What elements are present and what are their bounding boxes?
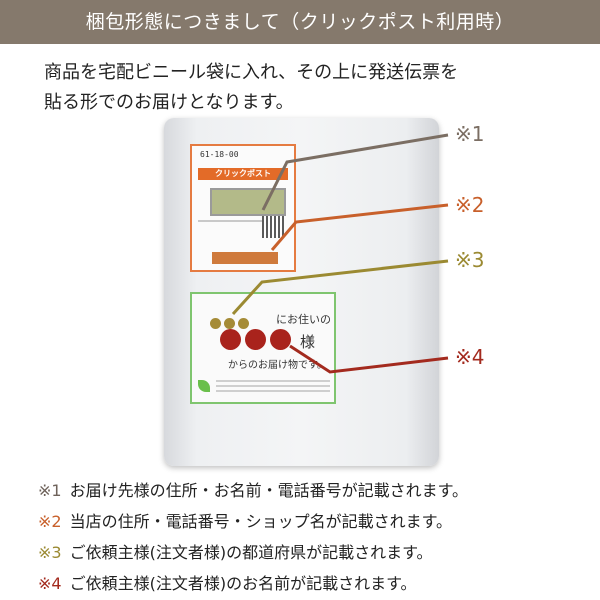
leaf-icon bbox=[198, 380, 210, 392]
label-honorific: 様 bbox=[300, 333, 316, 351]
mark-4: ※4 bbox=[455, 345, 485, 369]
mark-3: ※3 bbox=[455, 248, 485, 272]
dot-icon bbox=[270, 329, 291, 350]
leader-line-3 bbox=[231, 259, 449, 316]
note-text: 当店の住所・電話番号・ショップ名が記載されます。 bbox=[69, 512, 452, 531]
note-text: ご依頼主様(注文者様)のお名前が記載されます。 bbox=[69, 574, 417, 593]
name-dots bbox=[220, 329, 295, 354]
sender-box bbox=[212, 252, 278, 264]
qr-code-icon bbox=[262, 216, 284, 238]
leader-line-4 bbox=[289, 344, 449, 374]
intro-line-2: 貼る形でのお届けとなります。 bbox=[44, 92, 294, 113]
note-mark: ※1 bbox=[38, 481, 62, 500]
dot-icon bbox=[245, 329, 266, 350]
clickpost-brand: クリックポスト bbox=[198, 168, 288, 180]
fine-print bbox=[216, 380, 330, 382]
intro-text: 商品を宅配ビニール袋に入れ、その上に発送伝票を 貼る形でのお届けとなります。 bbox=[44, 58, 564, 118]
note-item: ※2 当店の住所・電話番号・ショップ名が記載されます。 bbox=[38, 506, 578, 537]
label-prefix: にお住いの bbox=[276, 313, 331, 326]
slip-code: 61-18-00 bbox=[200, 150, 239, 159]
dot-icon bbox=[224, 318, 235, 329]
note-text: お届け先様の住所・お名前・電話番号が記載されます。 bbox=[69, 481, 468, 500]
shipping-slip: 61-18-00 クリックポスト bbox=[190, 144, 296, 272]
notes-list: ※1 お届け先様の住所・お名前・電話番号が記載されます。 ※2 当店の住所・電話番号… bbox=[38, 475, 578, 599]
slip-divider bbox=[198, 220, 262, 222]
header-bar: 梱包形態につきまして（クリックポスト利用時） bbox=[0, 0, 600, 44]
prefecture-dots bbox=[210, 314, 252, 333]
intro-line-1: 商品を宅配ビニール袋に入れ、その上に発送伝票を bbox=[44, 62, 459, 83]
note-mark: ※3 bbox=[38, 543, 62, 562]
dot-icon bbox=[238, 318, 249, 329]
note-text: ご依頼主様(注文者様)の都道府県が記載されます。 bbox=[69, 543, 433, 562]
dot-icon bbox=[210, 318, 221, 329]
note-item: ※4 ご依頼主様(注文者様)のお名前が記載されます。 bbox=[38, 568, 578, 599]
page-title: 梱包形態につきまして（クリックポスト利用時） bbox=[85, 11, 515, 33]
leader-line-1 bbox=[261, 133, 449, 211]
dot-icon bbox=[220, 329, 241, 350]
note-item: ※3 ご依頼主様(注文者様)の都道府県が記載されます。 bbox=[38, 537, 578, 568]
note-mark: ※4 bbox=[38, 574, 62, 593]
sender-label: にお住いの 様 からのお届け物です。 bbox=[190, 292, 336, 404]
mark-1: ※1 bbox=[455, 122, 485, 146]
note-item: ※1 お届け先様の住所・お名前・電話番号が記載されます。 bbox=[38, 475, 578, 506]
label-from: からのお届け物です。 bbox=[228, 360, 327, 371]
note-mark: ※2 bbox=[38, 512, 62, 531]
mark-2: ※2 bbox=[455, 193, 485, 217]
leader-line-2 bbox=[270, 203, 449, 251]
